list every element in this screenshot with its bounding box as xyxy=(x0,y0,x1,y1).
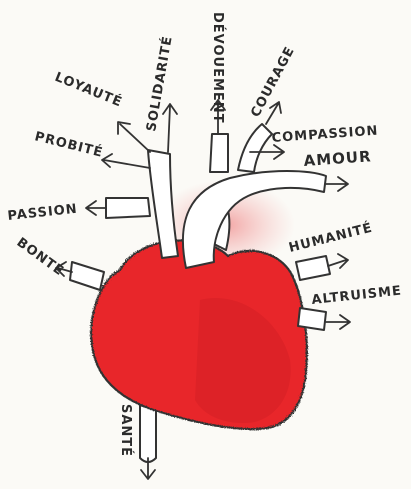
label-probite: PROBITÉ xyxy=(33,128,105,160)
label-devouement: DÉVOUEMENT xyxy=(210,12,226,124)
label-altruisme: ALTRUISME xyxy=(311,284,403,308)
right-upper-vessel xyxy=(238,124,272,172)
altruisme-arrow xyxy=(326,315,350,329)
label-solidarite: SOLIDARITÉ xyxy=(143,34,176,132)
altruisme-vessel xyxy=(298,308,326,330)
label-humanite: HUMANITÉ xyxy=(287,220,374,256)
humanite-vessel xyxy=(296,256,330,280)
label-sante: SANTÉ xyxy=(118,404,134,457)
label-passion: PASSION xyxy=(7,202,78,224)
amour-arrow xyxy=(326,177,348,191)
label-courage: COURAGE xyxy=(248,44,298,120)
passion-arrow xyxy=(86,201,106,215)
label-loyaute: LOYAUTÉ xyxy=(53,69,125,111)
humanite-arrow xyxy=(328,254,348,268)
label-bonte: BONTÉ xyxy=(14,234,68,279)
label-compassion: COMPASSION xyxy=(271,124,379,146)
center-vessel xyxy=(210,134,228,172)
passion-vessel xyxy=(106,198,150,218)
bonte-vessel xyxy=(70,262,104,290)
probite-arrow xyxy=(102,154,150,168)
label-amour: AMOUR xyxy=(303,147,372,170)
solidarite-arrow xyxy=(163,104,177,152)
